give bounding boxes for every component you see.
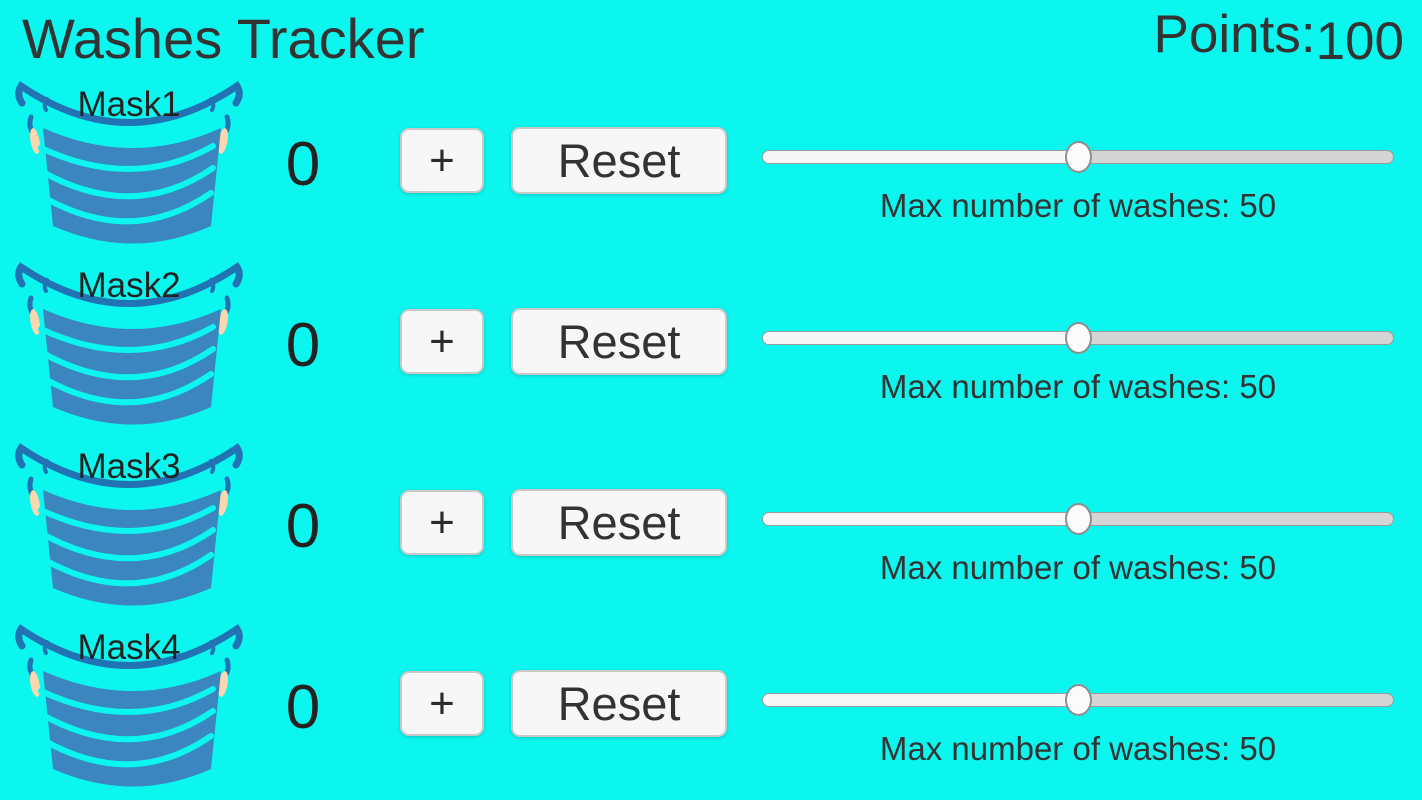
points-label: Points: [1153,5,1316,64]
reset-button[interactable]: Reset [511,670,727,737]
mask-row: Mask1 0 + Reset Max number of washes: 50 [0,75,1422,256]
mask-label: Mask4 [77,628,181,667]
increment-button[interactable]: + [400,309,484,374]
slider-thumb[interactable] [1065,684,1092,716]
slider-fill [763,694,1078,706]
mask-label: Mask3 [77,447,181,486]
wash-count: 0 [285,311,321,380]
increment-button[interactable]: + [400,128,484,193]
slider-fill [763,513,1078,525]
slider-thumb[interactable] [1065,503,1092,535]
mask-icon [15,81,243,244]
mask-row: Mask3 0 + Reset Max number of washes: 50 [0,437,1422,618]
slider-fill [763,332,1078,344]
wash-count: 0 [285,492,321,561]
wash-count: 0 [285,673,321,742]
points-display: Points:100 [1154,4,1404,72]
increment-button[interactable]: + [400,490,484,555]
slider-thumb[interactable] [1065,322,1092,354]
app-header: Washes Tracker Points:100 [0,0,1422,74]
max-washes-label: Max number of washes: 50 [879,730,1277,767]
wash-count: 0 [285,130,321,199]
mask-icon [15,262,243,425]
reset-button[interactable]: Reset [511,127,727,194]
mask-icon [15,443,243,606]
max-washes-slider[interactable] [762,503,1394,535]
mask-image: Mask1 [14,77,244,249]
max-washes-label: Max number of washes: 50 [879,549,1277,586]
max-washes-label: Max number of washes: 50 [879,187,1277,224]
mask-image: Mask4 [14,620,244,792]
mask-label: Mask1 [77,85,181,124]
points-value: 100 [1315,12,1404,71]
reset-button[interactable]: Reset [511,308,727,375]
mask-row: Mask2 0 + Reset Max number of washes: 50 [0,256,1422,437]
max-washes-slider[interactable] [762,322,1394,354]
mask-image: Mask2 [14,258,244,430]
slider-fill [763,151,1078,163]
mask-row: Mask4 0 + Reset Max number of washes: 50 [0,618,1422,799]
max-washes-slider[interactable] [762,684,1394,716]
mask-image: Mask3 [14,439,244,611]
increment-button[interactable]: + [400,671,484,736]
slider-thumb[interactable] [1065,141,1092,173]
mask-icon [15,624,243,787]
mask-label: Mask2 [77,266,181,305]
reset-button[interactable]: Reset [511,489,727,556]
max-washes-slider[interactable] [762,141,1394,173]
page-title: Washes Tracker [22,7,425,70]
max-washes-label: Max number of washes: 50 [879,368,1277,405]
